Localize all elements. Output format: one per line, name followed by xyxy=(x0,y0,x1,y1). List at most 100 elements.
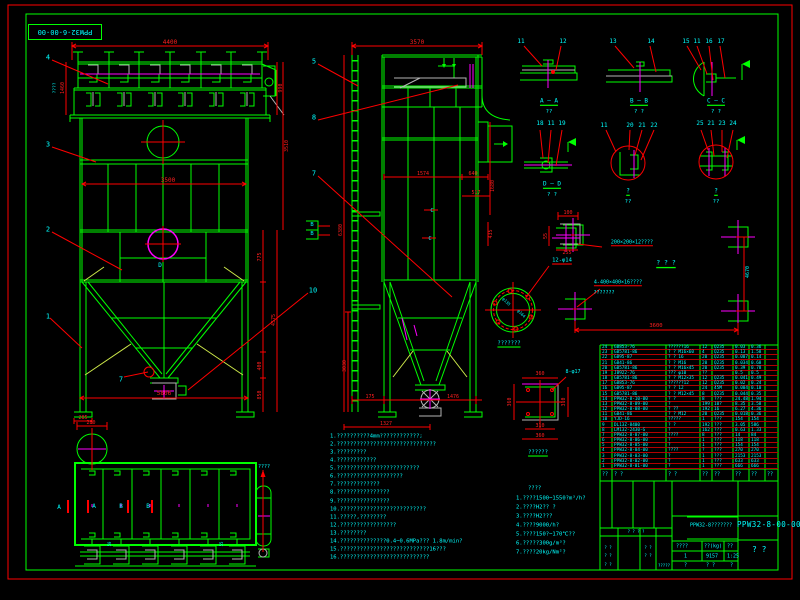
bom-cell: 4 xyxy=(602,447,605,453)
bom-cell: ? ? M16×45 xyxy=(668,365,695,370)
bom-cell: ? ? xyxy=(668,422,676,427)
bom-cell: 586 xyxy=(751,422,759,427)
text-label: 1574 xyxy=(416,171,430,177)
drawing-frame xyxy=(7,4,793,580)
bom-cell: GB41-86 xyxy=(614,411,633,417)
front-view-body xyxy=(79,118,249,283)
text-label: ? ? xyxy=(711,108,721,115)
text-label: ? ? xyxy=(634,108,644,115)
note-line: 15.???????????????????????????16??? xyxy=(330,545,446,552)
text-label: B xyxy=(119,503,123,510)
bom-cell: 9 xyxy=(602,422,605,427)
text-label: B xyxy=(310,221,314,228)
text-label: 3030 xyxy=(342,359,348,373)
bom-cell: PPW32-8-09-00 xyxy=(614,401,648,407)
text-label: 11 xyxy=(600,122,608,129)
bom-cell: ???? xyxy=(668,432,679,438)
bom-cell: Q235 xyxy=(714,349,725,355)
text-label: ? xyxy=(714,187,718,196)
bom-cell: ??????12 xyxy=(668,380,689,386)
bom-cell: 118 xyxy=(751,437,759,443)
bom-cell: 23 xyxy=(602,349,608,355)
bom-cell: PPW32-8-07-00 xyxy=(614,432,648,438)
top-view-shell xyxy=(74,462,257,546)
bom-cell: 1 xyxy=(702,416,705,422)
bom-cell: 20 xyxy=(702,354,708,360)
bom-cell: DL13Z-8400 xyxy=(614,422,641,427)
bom-cell: ??? xyxy=(714,432,722,438)
text-label: B — B xyxy=(629,97,649,106)
text-label: 4-400×400×16???? xyxy=(593,279,643,287)
bom-cell: 14 xyxy=(602,396,608,401)
bom-header-cell: ?? xyxy=(602,471,609,477)
bom-cell: 0.36 xyxy=(751,411,762,417)
bom-cell: 2153 xyxy=(735,453,746,458)
bom-cell: ? ? xyxy=(668,396,676,401)
bom-cell: ?? xyxy=(702,370,708,376)
bom-cell: 8 xyxy=(602,427,605,432)
text-label: 850 xyxy=(257,390,263,400)
text-label: 640 xyxy=(468,171,478,177)
bom-cell: 633 xyxy=(751,458,759,463)
text-label: A xyxy=(92,503,96,510)
bom-header-cell: ? ? xyxy=(614,471,624,477)
bom-cell: GB5781-86 xyxy=(614,375,638,381)
section-cut-marks xyxy=(67,500,153,513)
bom-cell: 270 xyxy=(735,447,743,453)
text-label: 6380 xyxy=(338,223,344,237)
bom-cell: 666 xyxy=(751,463,759,469)
text-label: 3570 xyxy=(409,39,425,46)
bom-cell: 8 xyxy=(702,396,705,401)
bom-cell: 1 xyxy=(702,458,705,463)
bom-cell: ? xyxy=(668,453,671,458)
bom-cell: 118 xyxy=(735,437,743,443)
spec-line: 2.????H2?? ? xyxy=(516,503,556,510)
text-label: 775 xyxy=(257,252,263,262)
bom-cell: ? xyxy=(668,458,671,463)
bom-cell: GB5781-86 xyxy=(614,349,638,355)
bom-cell: 20 xyxy=(602,365,608,370)
note-line: 3.????????? xyxy=(330,448,367,456)
bom-cell: 1.94 xyxy=(751,396,762,401)
text-label: ? ? ? ? xyxy=(627,529,645,534)
text-label: 360 xyxy=(535,371,545,377)
bom-cell: 21 xyxy=(602,360,608,365)
bom-cell: ??? xyxy=(714,463,722,469)
bom-cell: 3.58 xyxy=(751,401,762,407)
bolt-circle xyxy=(493,290,533,330)
bom-cell: 1.58 xyxy=(751,349,762,355)
footer-cell-0: ? xyxy=(684,562,688,568)
note-line: 6.???????????????????? xyxy=(330,472,403,480)
detail-circle-1 xyxy=(610,145,646,181)
bom-cell: 15 xyxy=(602,391,608,396)
up-arrow xyxy=(260,470,266,477)
bom-cell: 0.02 xyxy=(735,380,746,386)
footer-cell-2: ? xyxy=(730,562,734,568)
text-label: 4575 xyxy=(271,313,277,327)
bom-cell: 12 xyxy=(602,406,608,412)
text-label: C xyxy=(428,235,432,242)
spec-line: 5.????150?~170℃?? xyxy=(516,530,576,537)
text-label: 3500 xyxy=(160,177,176,184)
text-label: 16 xyxy=(705,38,713,45)
text-label: 3600 xyxy=(649,322,663,329)
bom-cell: JB922-76 xyxy=(614,370,635,376)
bom-cell: 154 xyxy=(735,442,743,448)
bom-cell: 154 xyxy=(751,416,759,422)
text-label: ???? xyxy=(257,464,271,470)
text-label: 4400 xyxy=(162,39,178,46)
bom-cell: 0.63 xyxy=(735,427,746,432)
bom-cell: 24 xyxy=(702,385,708,391)
titleblock-product-title: PPW32-8??????? xyxy=(690,522,733,528)
bom-cell: 0.10 xyxy=(751,385,762,391)
bom-cell: ? ? M16 xyxy=(668,360,687,365)
text-label: ?? xyxy=(545,108,553,115)
bom-cell: 8.35 xyxy=(735,401,746,407)
top-view xyxy=(75,468,271,567)
bom-cell: 10 xyxy=(602,416,608,422)
